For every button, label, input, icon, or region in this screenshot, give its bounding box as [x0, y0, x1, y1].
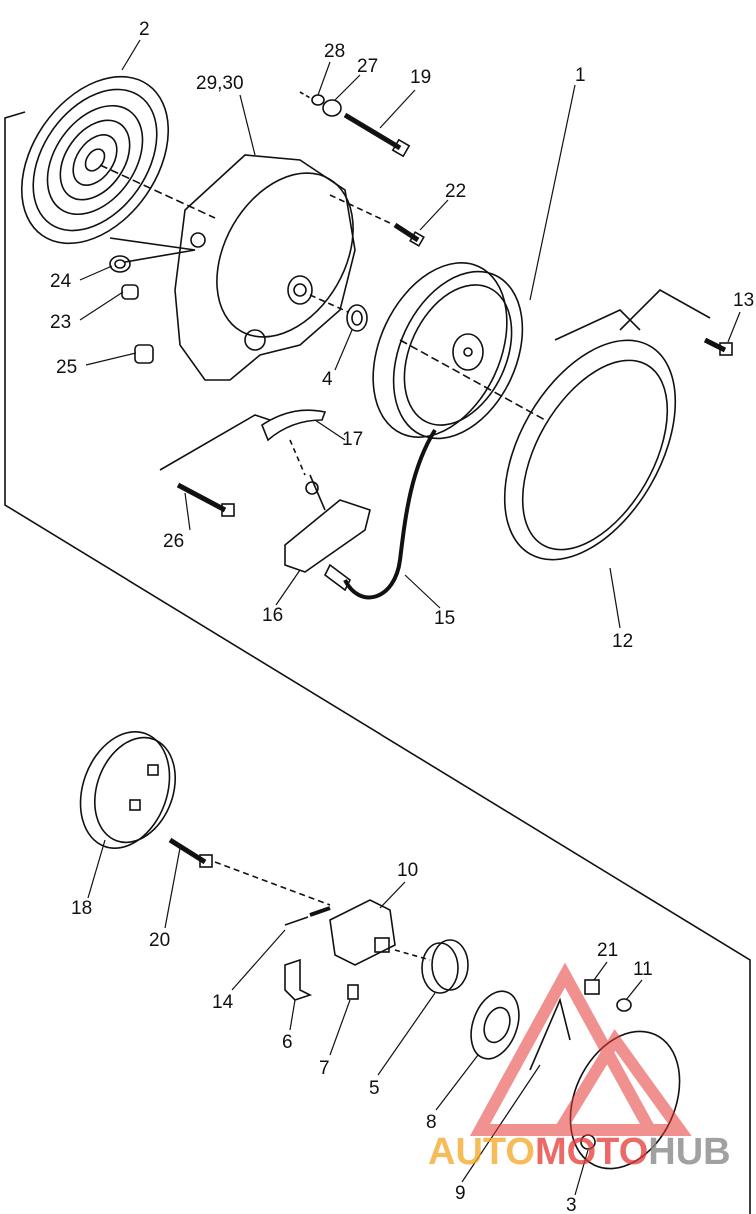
callout-1: 1: [575, 65, 586, 86]
watermark-logo-icon: [469, 962, 692, 1136]
small-parts-23-24-25: [109, 237, 196, 364]
washer-part-11: [616, 998, 632, 1012]
callout-2: 2: [139, 19, 150, 40]
bolt-part-20: [168, 837, 331, 906]
callout-19: 19: [410, 67, 432, 88]
callout-4: 4: [322, 369, 333, 390]
insert-part-17: [261, 409, 327, 476]
callout-10: 10: [397, 860, 419, 881]
housing-part-29-30: [174, 154, 356, 381]
bolt-part-22: [329, 194, 425, 247]
bolt-part-13: [703, 337, 733, 356]
frame-lines: [4, 111, 751, 1214]
plate-part-8: [470, 990, 520, 1060]
callout-22: 22: [445, 181, 467, 202]
callout-16: 16: [262, 605, 284, 626]
bolt-part-26: [159, 414, 271, 517]
callout-17: 17: [342, 429, 364, 450]
watermark-moto: MOTO: [534, 1131, 649, 1173]
pawl-part-6: [284, 958, 313, 1001]
bolt-part-19: [299, 91, 411, 158]
spring-part-2: [20, 75, 216, 245]
spring-part-14: [284, 906, 331, 926]
callout-23: 23: [50, 312, 72, 333]
callout-14: 14: [212, 992, 234, 1013]
bolt-part-21: [584, 979, 600, 995]
callout-15: 15: [434, 608, 456, 629]
callout-3: 3: [566, 1195, 577, 1214]
pulley-part-1: [372, 262, 546, 440]
handle-part-16: [284, 474, 371, 592]
watermark-auto: AUTO: [428, 1131, 535, 1173]
ring-part-18: [79, 731, 177, 849]
callout-21: 21: [597, 940, 619, 961]
callout-13: 13: [733, 290, 755, 311]
cover-part-12: [503, 289, 711, 561]
leader-lines: [79, 39, 741, 1196]
watermark-text: AUTOMOTOHUB: [428, 1133, 731, 1171]
callout-20: 20: [149, 930, 171, 951]
callout-7: 7: [319, 1058, 330, 1079]
callout-11: 11: [633, 959, 653, 980]
callout-26: 26: [163, 531, 185, 552]
callout-28: 28: [324, 41, 346, 62]
callout-8: 8: [426, 1112, 437, 1133]
spring-part-9: [529, 997, 571, 1071]
pin-part-7: [347, 984, 359, 1000]
drum-part-5: [394, 939, 469, 994]
ratchet-part-10: [329, 899, 396, 966]
callout-5: 5: [369, 1078, 380, 1099]
callout-29-30: 29,30: [196, 73, 244, 94]
callout-25: 25: [56, 357, 78, 378]
callout-24: 24: [50, 271, 72, 292]
rope-part-15: [343, 428, 437, 600]
callout-9: 9: [455, 1183, 466, 1204]
watermark-hub: HUB: [648, 1131, 731, 1173]
callout-27: 27: [357, 56, 379, 77]
callout-12: 12: [612, 631, 634, 652]
callout-18: 18: [71, 898, 93, 919]
seal-part-4: [309, 294, 368, 332]
callout-6: 6: [282, 1032, 293, 1053]
